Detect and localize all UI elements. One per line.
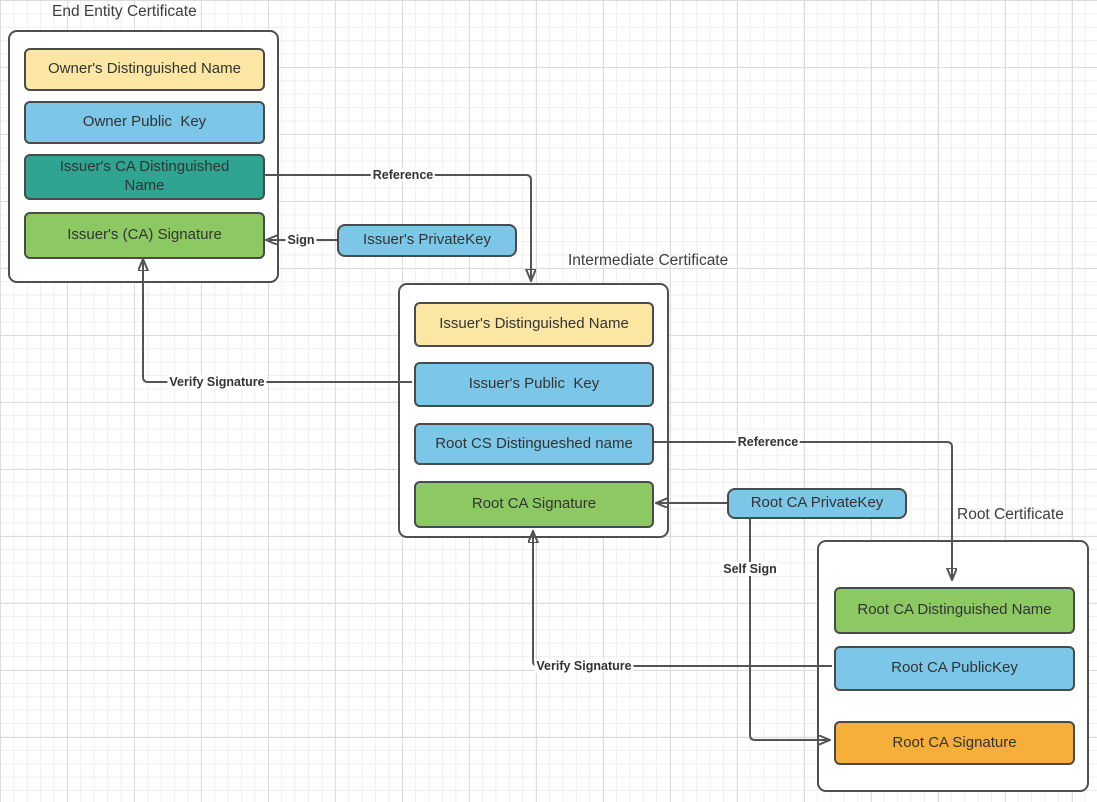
verify-signature-label-2: Verify Signature (534, 659, 634, 673)
intermediate-certificate-title: Intermediate Certificate (568, 252, 729, 269)
root-ca-signature-root-label: Root CA Signature (892, 733, 1017, 751)
owner-public-key-label: Owner Public Key (82, 113, 207, 131)
issuers-ca-distinguished-name-box[interactable]: Issuer's CA Distinguished Name (24, 154, 265, 200)
issuers-distinguished-name-label: Issuer's Distinguished Name (439, 315, 629, 333)
root-cs-distingueshed-name-box[interactable]: Root CS Distingueshed name (414, 423, 654, 465)
issuers-public-key-box[interactable]: Issuer's Public Key (414, 362, 654, 407)
issuers-public-key-label: Issuer's Public Key (468, 375, 600, 393)
end-entity-certificate-title: End Entity Certificate (52, 3, 197, 20)
root-ca-distinguished-name-box[interactable]: Root CA Distinguished Name (834, 587, 1075, 634)
sign-label: Sign (285, 233, 317, 247)
owners-distinguished-name-label: Owner's Distinguished Name (48, 60, 241, 78)
reference-label-2: Reference (735, 435, 801, 449)
root-ca-signature-root-box[interactable]: Root CA Signature (834, 721, 1075, 765)
root-certificate-container[interactable]: Root CA Distinguished Name Root CA Publi… (817, 540, 1089, 792)
root-ca-signature-intermediate-box[interactable]: Root CA Signature (414, 481, 654, 528)
root-ca-signature-intermediate-label: Root CA Signature (471, 495, 597, 513)
issuers-ca-signature-box[interactable]: Issuer's (CA) Signature (24, 212, 265, 259)
issuers-distinguished-name-box[interactable]: Issuer's Distinguished Name (414, 302, 654, 347)
issuers-privatekey-box[interactable]: Issuer's PrivateKey (337, 224, 517, 257)
issuers-ca-distinguished-name-label: Issuer's CA Distinguished Name (59, 158, 230, 194)
issuers-privatekey-label: Issuer's PrivateKey (363, 231, 491, 249)
issuers-ca-signature-label: Issuer's (CA) Signature (67, 226, 222, 244)
end-entity-certificate-container[interactable]: Owner's Distinguished Name Owner Public … (8, 30, 279, 283)
self-sign-label: Self Sign (721, 562, 779, 576)
owner-public-key-box[interactable]: Owner Public Key (24, 101, 265, 144)
root-ca-privatekey-label: Root CA PrivateKey (750, 494, 884, 512)
root-ca-publickey-box[interactable]: Root CA PublicKey (834, 646, 1075, 691)
verify-signature-label-1: Verify Signature (167, 375, 267, 389)
connector-verify-signature-root-line[interactable] (533, 531, 832, 667)
root-cs-distingueshed-name-label: Root CS Distingueshed name (435, 434, 633, 452)
owners-distinguished-name-box[interactable]: Owner's Distinguished Name (24, 48, 265, 91)
root-ca-privatekey-box[interactable]: Root CA PrivateKey (727, 488, 907, 519)
root-certificate-title: Root Certificate (957, 506, 1064, 523)
reference-label-1: Reference (370, 168, 436, 182)
root-ca-distinguished-name-label: Root CA Distinguished Name (857, 601, 1052, 619)
root-ca-publickey-label: Root CA PublicKey (891, 659, 1018, 677)
intermediate-certificate-container[interactable]: Issuer's Distinguished Name Issuer's Pub… (398, 283, 669, 538)
